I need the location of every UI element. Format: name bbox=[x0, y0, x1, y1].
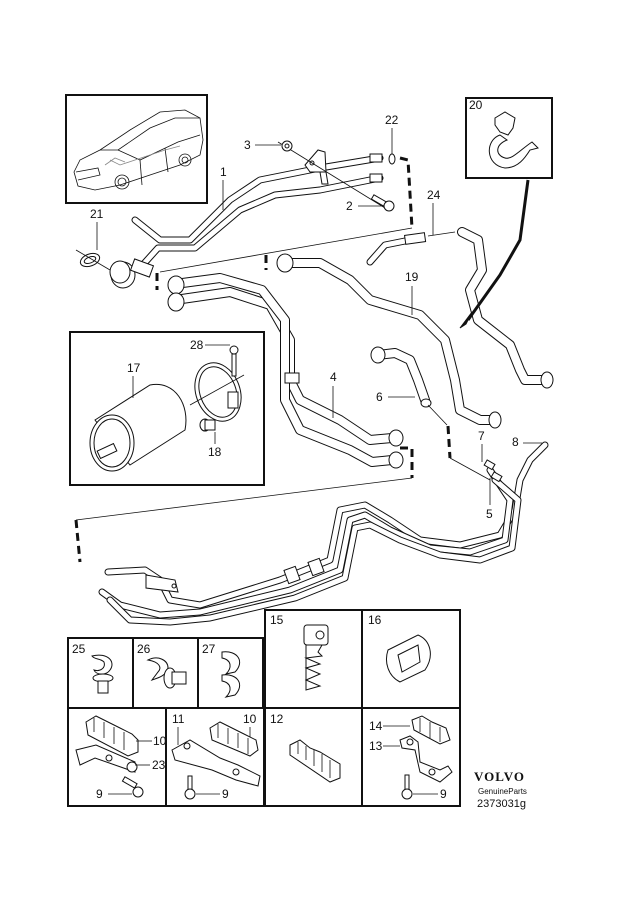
underbody-fuel-pipes bbox=[98, 441, 549, 626]
label-15: 15 bbox=[270, 613, 284, 627]
callout-23: 23 bbox=[152, 758, 166, 772]
bolt-2 bbox=[370, 194, 395, 212]
clip-14-icon bbox=[411, 715, 451, 745]
clip-15-icon bbox=[303, 624, 329, 691]
clip-16-icon bbox=[386, 634, 431, 683]
fuel-pipe-assembly-1 bbox=[131, 149, 384, 272]
fuel-hose-4 bbox=[167, 273, 404, 469]
clip-10-b-icon bbox=[209, 721, 259, 757]
bolt-28 bbox=[229, 345, 239, 377]
nut-3 bbox=[281, 140, 293, 152]
callout-8: 8 bbox=[512, 435, 519, 449]
pipe-24 bbox=[366, 231, 456, 266]
clip-16-box: 16 bbox=[368, 613, 431, 683]
vehicle-overview-inset bbox=[65, 94, 208, 204]
fuel-hose-upper-right bbox=[457, 227, 554, 389]
clip-12-icon bbox=[289, 739, 341, 783]
callout-7: 7 bbox=[478, 429, 485, 443]
callout-22: 22 bbox=[385, 113, 399, 127]
callout-28: 28 bbox=[190, 338, 204, 352]
callout-10-b: 10 bbox=[243, 712, 257, 726]
callout-20: 20 bbox=[469, 98, 483, 112]
clip-26-box: 26 bbox=[137, 642, 187, 689]
callout-13: 13 bbox=[369, 739, 383, 753]
clip-27-icon bbox=[221, 651, 240, 698]
seal-ring-21 bbox=[79, 252, 101, 268]
clip-10-icon bbox=[85, 715, 139, 757]
label-25: 25 bbox=[72, 642, 86, 656]
connector-21 bbox=[109, 258, 155, 289]
label-27: 27 bbox=[202, 642, 216, 656]
callout-18: 18 bbox=[208, 445, 222, 459]
bracket-11-icon bbox=[171, 739, 261, 787]
label-16: 16 bbox=[368, 613, 382, 627]
callout-19: 19 bbox=[405, 270, 419, 284]
callout-9-a: 9 bbox=[96, 787, 103, 801]
clip-25-box: 25 bbox=[72, 642, 114, 694]
brand-block: VOLVO GenuineParts 2373031g bbox=[474, 769, 527, 810]
filter-clamp-18 bbox=[194, 362, 242, 432]
bracket-a-box: 10 23 9 bbox=[75, 715, 167, 801]
clip-27-box: 27 bbox=[202, 642, 240, 698]
diagram-number: 2373031g bbox=[477, 798, 526, 810]
clip-25-icon bbox=[91, 654, 114, 694]
bracket-b-box: 11 10 9 bbox=[171, 712, 261, 801]
callout-10-a: 10 bbox=[153, 734, 167, 748]
label-12: 12 bbox=[270, 712, 284, 726]
volvo-logo: VOLVO bbox=[474, 769, 525, 784]
clip-15-box: 15 bbox=[270, 613, 329, 691]
connection-dash-top bbox=[399, 156, 414, 229]
clip-20-inset: 20 bbox=[465, 97, 553, 179]
callout-6: 6 bbox=[376, 390, 383, 404]
label-26: 26 bbox=[137, 642, 151, 656]
bracket-13-icon bbox=[399, 735, 453, 783]
genuine-parts-label: GenuineParts bbox=[478, 787, 527, 796]
clip-26-icon bbox=[146, 657, 187, 689]
callout-9-d: 9 bbox=[440, 787, 447, 801]
car-illustration bbox=[73, 109, 204, 191]
fuel-filter-inset bbox=[69, 331, 265, 486]
callout-4: 4 bbox=[330, 370, 337, 384]
bolt-9-d-icon bbox=[401, 774, 413, 800]
callout-17: 17 bbox=[127, 361, 141, 375]
callout-1: 1 bbox=[220, 165, 227, 179]
callout-5: 5 bbox=[486, 507, 493, 521]
bracket-d-box: 14 13 9 bbox=[369, 715, 453, 801]
callout-21: 21 bbox=[90, 207, 104, 221]
bolt-9-icon bbox=[121, 776, 144, 798]
callout-3: 3 bbox=[244, 138, 251, 152]
callouts: 3 22 1 2 21 24 19 4 6 7 8 5 17 18 28 bbox=[90, 113, 542, 521]
clip-12-box: 12 bbox=[270, 712, 341, 783]
fuel-hose-19 bbox=[276, 253, 502, 429]
callout-11: 11 bbox=[172, 712, 185, 726]
fuel-filter-17 bbox=[89, 383, 187, 472]
pipe-clip-icon bbox=[488, 111, 539, 169]
callout-24: 24 bbox=[427, 188, 441, 202]
o-ring-22 bbox=[388, 153, 396, 165]
callout-9-b: 9 bbox=[222, 787, 229, 801]
callout-2: 2 bbox=[346, 199, 353, 213]
fuel-hose-6 bbox=[370, 346, 432, 408]
callout-14: 14 bbox=[369, 719, 383, 733]
clip-grid bbox=[67, 609, 461, 807]
bracket-23-icon bbox=[75, 744, 138, 773]
bolt-9-b-icon bbox=[184, 775, 196, 800]
